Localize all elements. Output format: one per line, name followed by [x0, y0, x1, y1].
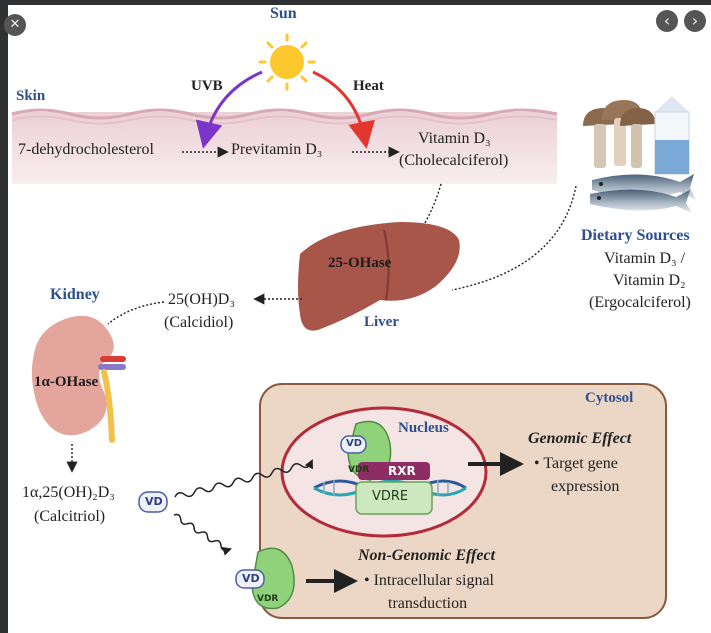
label-7-dehydrocholesterol: 7-dehydrocholesterol — [18, 141, 154, 158]
label-target-gene: • Target gene — [534, 455, 618, 472]
arrow-skin-to-liver — [417, 183, 442, 235]
label-genomic-effect: Genomic Effect — [528, 430, 632, 447]
milk-carton-icon — [654, 96, 690, 175]
label-sun: Sun — [270, 5, 297, 22]
label-transduction: transduction — [388, 595, 468, 612]
label-1a-ohase: 1α-OHase — [34, 374, 99, 390]
label-liver: Liver — [364, 314, 399, 330]
uvb-arrow — [195, 70, 263, 149]
label-vitamin-d3: Vitamin D₃ — [418, 130, 491, 147]
fish-icon — [590, 174, 696, 213]
wavy-arrow-to-membrane — [173, 513, 232, 556]
label-calcidiol: (Calcidiol) — [164, 314, 234, 331]
vd-badge-membrane — [235, 569, 265, 589]
wavy-arrow-to-nucleus — [174, 459, 313, 498]
label-25-ohase: 25-OHase — [328, 255, 392, 271]
label-25-oh-d3: 25(OH)D₃ — [168, 291, 235, 308]
kidney-icon — [31, 315, 126, 443]
label-dietary-vitamin-d3: Vitamin D₃ / — [604, 250, 686, 267]
label-1a25-oh2-d3: 1α,25(OH)₂D₃ — [22, 484, 115, 501]
label-non-genomic-effect: Non-Genomic Effect — [358, 547, 496, 564]
label-vd-circulating: VD — [145, 495, 163, 508]
label-intracellular-signal: • Intracellular signal — [364, 572, 494, 589]
next-image-button[interactable]: › — [684, 10, 706, 32]
label-dietary-sources: Dietary Sources — [581, 227, 690, 244]
skin-layer — [11, 108, 558, 184]
label-cholecalciferol: (Cholecalciferol) — [399, 152, 509, 169]
vd-badge-circulating — [138, 491, 168, 513]
liver-icon — [298, 222, 460, 331]
label-nucleus: Nucleus — [398, 420, 449, 436]
label-expression: expression — [551, 478, 620, 495]
label-ergocalciferol: (Ergocalciferol) — [589, 294, 691, 311]
label-uvb: UVB — [191, 78, 223, 94]
label-calcitriol: (Calcitriol) — [34, 508, 106, 525]
previous-image-button[interactable]: ‹ — [656, 10, 678, 32]
heat-arrow — [312, 70, 375, 149]
vdre-box — [355, 481, 433, 515]
label-cytosol: Cytosol — [585, 390, 634, 406]
mushrooms-icon — [583, 100, 656, 168]
vd-badge-nucleus — [340, 435, 367, 454]
label-heat: Heat — [353, 78, 384, 94]
label-kidney: Kidney — [50, 286, 100, 303]
label-skin: Skin — [16, 88, 46, 104]
sun-icon — [258, 33, 316, 91]
rxr-protein — [358, 462, 430, 480]
label-vdre: VDRE — [372, 489, 409, 504]
label-vdr-nucleus: VDR — [348, 465, 370, 475]
label-vdr-membrane: VDR — [257, 594, 279, 604]
vdr-protein-membrane — [251, 547, 295, 610]
label-vd-membrane: VD — [242, 572, 260, 585]
label-rxr: RXR — [388, 464, 416, 478]
label-dietary-vitamin-d2: Vitamin D₂ — [613, 272, 686, 289]
label-vd-nucleus: VD — [346, 438, 363, 449]
label-previtamin-d3: Previtamin D₃ — [231, 141, 323, 158]
close-button[interactable]: ✕ — [4, 14, 26, 36]
arrow-calcidiol-to-kidney — [107, 301, 165, 325]
